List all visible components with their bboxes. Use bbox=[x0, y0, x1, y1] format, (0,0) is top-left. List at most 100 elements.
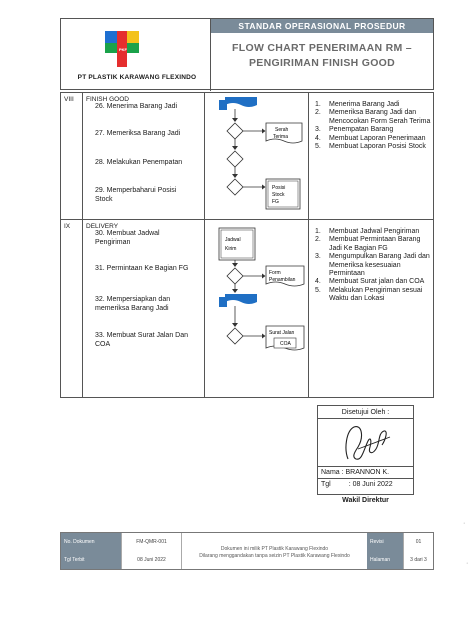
note-text: Membuat Jadwal Pengiriman bbox=[329, 228, 420, 235]
jadwal-kirim-inner bbox=[220, 229, 254, 259]
flow-arrow bbox=[232, 146, 238, 150]
step-28: 28. Melakukan Penempatan bbox=[95, 159, 183, 166]
note-number: 2. bbox=[315, 236, 321, 244]
note-number: 4. bbox=[315, 278, 321, 286]
page-value: 3 dari 3 bbox=[403, 551, 433, 569]
scan-mark: · bbox=[463, 520, 466, 527]
step-29: 29. Memperbaharui Posisi Stock bbox=[95, 187, 177, 203]
page-label: Halaman bbox=[367, 551, 403, 569]
decision-diamond bbox=[226, 178, 244, 196]
signature-stroke bbox=[357, 436, 391, 450]
form-label-1: Form bbox=[269, 270, 281, 276]
flowchart-delivery-svg: Jadwal Kirim Form Penambilan bbox=[218, 227, 305, 351]
step-26: 26. Menerima Barang Jadi bbox=[95, 103, 178, 110]
note-item: 3. Penempatan Barang bbox=[315, 126, 431, 134]
step-32: 32. Mempersiapkan dan memeriksa Barang J… bbox=[95, 296, 171, 312]
flowchart-finish-good: Serah Terima Posisi Stock FG bbox=[205, 93, 309, 219]
surat-jalan-label: Surat Jalan bbox=[269, 330, 295, 336]
procedure-table: VIII FINISH GOOD 26. Menerima Barang Jad… bbox=[60, 92, 434, 398]
company-name: PT PLASTIK KARAWANG FLEXINDO bbox=[77, 74, 197, 81]
scan-mark: · bbox=[466, 560, 469, 567]
logo-blue-square bbox=[105, 31, 117, 43]
document-footer: No. Dokumen FM-QMR-001 Tgl Terbit 08 Jun… bbox=[60, 532, 434, 570]
doc-number-value: FM-QMR-001 bbox=[121, 533, 181, 551]
flow-arrow bbox=[232, 118, 238, 122]
note-number: 1. bbox=[315, 228, 321, 235]
note-text: Penempatan Barang bbox=[329, 126, 394, 134]
flowchart-delivery: Jadwal Kirim Form Penambilan bbox=[205, 220, 309, 397]
logo-text: PKF bbox=[119, 47, 127, 52]
form-label-2: Penambilan bbox=[269, 277, 296, 283]
approver-name: Nama : BRANNON K. bbox=[318, 467, 413, 479]
flow-arrow bbox=[232, 263, 238, 267]
flow-arrow bbox=[232, 174, 238, 178]
coa-label: COA bbox=[280, 341, 292, 347]
issue-date-label: Tgl Terbit bbox=[61, 551, 121, 569]
handwritten-signature bbox=[345, 426, 391, 460]
notice-line-2: Dilarang menggandakan tanpa seizin PT Pl… bbox=[199, 552, 350, 559]
signature-area bbox=[318, 419, 413, 467]
doc-number-label: No. Dokumen bbox=[61, 533, 121, 551]
jadwal-kirim-label-2: Kirim bbox=[225, 246, 236, 252]
serah-terima-document bbox=[265, 122, 303, 144]
flow-arrow bbox=[262, 333, 266, 339]
note-number: 5. bbox=[315, 143, 321, 151]
note-text: Membuat Surat jalan dan COA bbox=[329, 278, 425, 286]
note-item: 5. Melakukan Pengiriman sesuai Waktu dan … bbox=[315, 287, 431, 304]
flow-arrow bbox=[232, 289, 238, 293]
sop-band: STANDAR OPERASIONAL PROSEDUR bbox=[211, 19, 433, 33]
revision-value: 01 bbox=[403, 533, 433, 551]
decision-diamond bbox=[226, 267, 244, 285]
document-title: FLOW CHART PENERIMAAN RM – PENGIRIMAN FI… bbox=[211, 41, 433, 71]
issue-date-value: 08 Juni 2022 bbox=[121, 551, 181, 569]
jadwal-kirim-label-1: Jadwal bbox=[225, 237, 241, 243]
note-item: 2. Memeriksa Barang Jadi dan Mencocokan F… bbox=[315, 109, 431, 126]
notice-line-1: Dokumen ini milik PT Plastik Karawang Fl… bbox=[220, 546, 329, 552]
flow-arrow bbox=[232, 323, 238, 327]
section-title: FINISH GOOD bbox=[86, 96, 129, 103]
step-31: 31. Permintaan Ke Bagian FG bbox=[95, 265, 189, 272]
posisi-stock-label-2: Stock bbox=[272, 192, 285, 198]
step-33: 33. Membuat Surat Jalan Dan COA bbox=[95, 332, 188, 348]
document-header: PKF PT PLASTIK KARAWANG FLEXINDO STANDAR… bbox=[60, 18, 434, 91]
approver-role: Wakil Direktur bbox=[342, 497, 389, 504]
note-text: Membuat Laporan Posisi Stock bbox=[329, 143, 426, 151]
note-text: Memeriksa Barang Jadi dan Mencocokan For… bbox=[329, 109, 431, 125]
note-text: Membuat Laporan Penerimaan bbox=[329, 134, 426, 142]
date-label: Tgl bbox=[321, 481, 331, 488]
revision-label: Revisi bbox=[367, 533, 403, 551]
approval-date: Tgl : 08 Juni 2022 bbox=[318, 479, 413, 490]
note-number: 5. bbox=[315, 286, 321, 294]
step-30: 30. Membuat Jadwal Pengiriman bbox=[95, 230, 160, 246]
note-number: 3. bbox=[315, 126, 321, 134]
note-number: 1. bbox=[315, 101, 321, 108]
start-marker-shape bbox=[219, 100, 227, 110]
title-line-2: PENGIRIMAN FINISH GOOD bbox=[248, 57, 396, 69]
section-notes: 1. Membuat Jadwal Pengiriman 2. Membuat Pe… bbox=[309, 220, 433, 397]
section-number: VIII bbox=[61, 93, 83, 219]
form-penambilan-document bbox=[265, 265, 305, 287]
note-item: 1. Membuat Jadwal Pengiriman bbox=[315, 228, 431, 236]
flow-arrow bbox=[262, 128, 266, 134]
note-number: 2. bbox=[315, 109, 321, 117]
note-number: 4. bbox=[315, 134, 321, 142]
section-notes: 1.Menerima Barang Jadi 2. Memeriksa Baran… bbox=[309, 93, 433, 219]
barang-jadi-document-shape bbox=[225, 294, 257, 304]
flow-arrow bbox=[262, 273, 266, 279]
approval-heading: Disetujui Oleh : bbox=[318, 406, 413, 419]
coa-box bbox=[273, 337, 297, 349]
signature-stroke bbox=[345, 426, 387, 460]
logo-red-bar bbox=[117, 31, 127, 67]
note-text: Melakukan Pengiriman sesuai Waktu dan Lo… bbox=[329, 286, 423, 303]
flow-arrow bbox=[262, 184, 266, 190]
note-text: Membuat Permintaan Barang Jadi Ke Bagian… bbox=[329, 236, 421, 252]
step-27: 27. Memeriksa Barang Jadi bbox=[95, 130, 181, 137]
note-item: 1.Menerima Barang Jadi bbox=[315, 101, 431, 109]
section-delivery: IX DELIVERY 30. Membuat Jadwal Pengirima… bbox=[61, 220, 433, 397]
notes-list: 1.Menerima Barang Jadi 2. Memeriksa Baran… bbox=[315, 101, 431, 151]
posisi-stock-inner bbox=[267, 180, 299, 208]
posisi-stock-label-1: Posisi bbox=[272, 185, 285, 191]
note-item: 3.Mengumpulkan Barang Jadi dan Memeriksa… bbox=[315, 253, 431, 278]
section-number: IX bbox=[61, 220, 83, 397]
notes-list: 1. Membuat Jadwal Pengiriman 2. Membuat Pe… bbox=[315, 228, 431, 304]
